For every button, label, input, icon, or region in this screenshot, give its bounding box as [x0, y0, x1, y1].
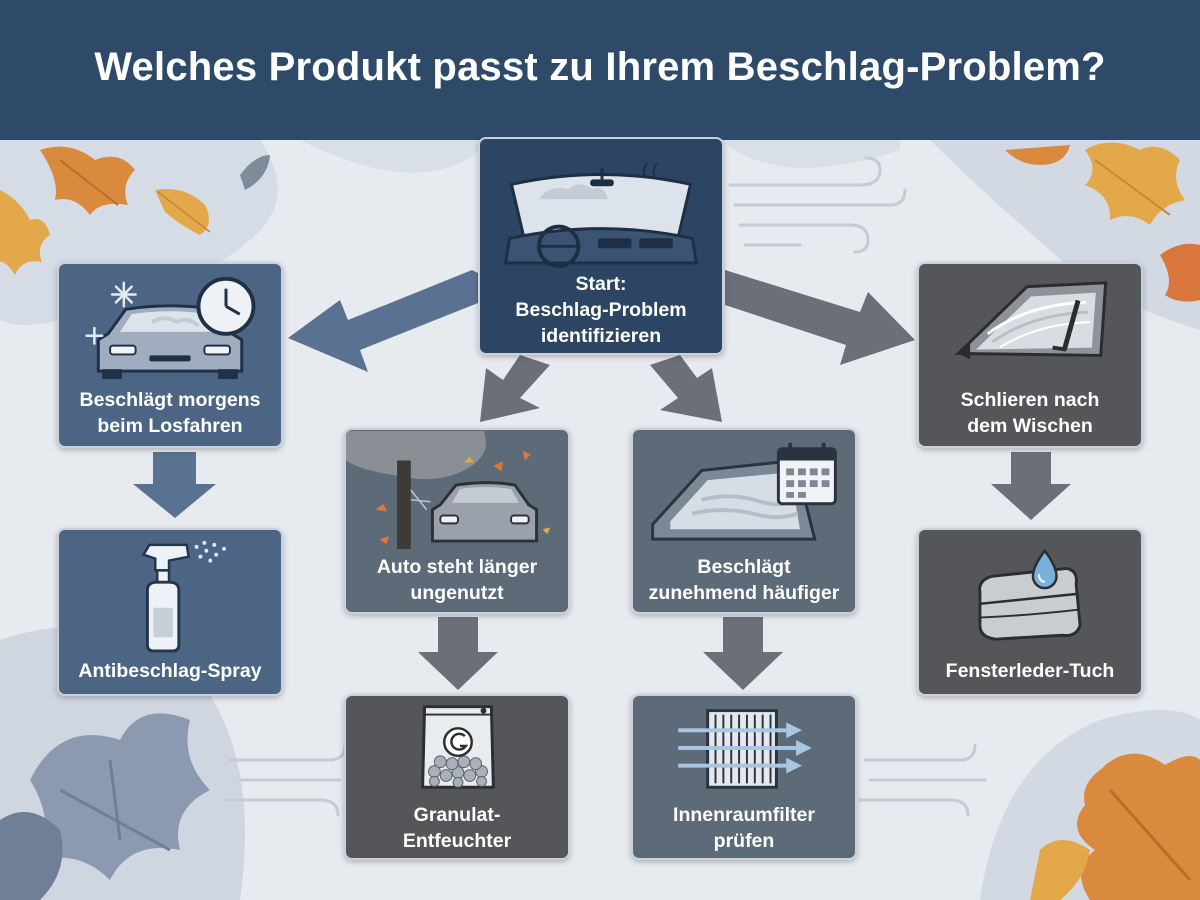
car-window-calendar-icon [651, 442, 837, 541]
arrow-frequent-to-filter [703, 617, 783, 690]
arrow-start-to-unused [480, 355, 550, 422]
morning-label-line1: Beschlägt morgens [79, 389, 261, 411]
autumn-leaf-icon [155, 189, 211, 235]
start-label-line1: Start: [575, 273, 627, 295]
autumn-leaf-icon [1077, 753, 1200, 900]
folded-cloth-drop-icon [978, 548, 1082, 641]
start-node: Start: Beschlag-Problem identifizieren [478, 137, 724, 355]
start-label-line3: identifizieren [540, 325, 662, 347]
unused-label-line2: ungenutzt [410, 582, 504, 604]
autumn-leaf-icon [0, 812, 63, 900]
streaks-label-line2: dem Wischen [967, 415, 1093, 437]
frosty-car-clock-icon [85, 276, 256, 380]
streaks-node: Schlieren nach dem Wischen [917, 262, 1143, 448]
granulat-label-line1: Granulat- [413, 804, 501, 826]
morning-node: Beschlägt morgens beim Losfahren [57, 262, 283, 448]
wind-lines-icon [858, 743, 987, 817]
granulat-node: Granulat- Entfeuchter [344, 694, 570, 860]
spray-node: Antibeschlag-Spray [57, 528, 283, 696]
spray-bottle-icon [141, 540, 226, 653]
autumn-leaf-icon [0, 190, 50, 275]
filter-node: Innenraumfilter prüfen [631, 694, 857, 860]
autumn-leaf-icon [1030, 840, 1090, 900]
granulate-bag-icon [421, 705, 495, 789]
arrow-unused-to-granulat [418, 617, 498, 690]
arrow-start-to-morning [288, 270, 478, 372]
car-under-tree-icon [346, 431, 551, 549]
frequent-node: Beschlägt zunehmend häufiger [631, 428, 857, 614]
autumn-leaf-icon [1160, 243, 1200, 302]
cabin-filter-icon [678, 709, 812, 789]
start-label-line2: Beschlag-Problem [515, 299, 687, 321]
wind-lines-icon [728, 156, 907, 254]
filter-label-line2: prüfen [713, 830, 775, 852]
arrow-start-to-frequent [650, 355, 722, 422]
spray-label: Antibeschlag-Spray [78, 660, 262, 682]
arrow-morning-to-spray [133, 452, 216, 518]
header-banner: Welches Produkt passt zu Ihrem Beschlag-… [0, 0, 1200, 140]
unused-label-line1: Auto steht länger [376, 556, 538, 578]
cloth-label: Fensterleder-Tuch [945, 660, 1115, 682]
arrow-start-to-streaks [725, 270, 915, 365]
granulat-label-line2: Entfeuchter [402, 830, 512, 852]
filter-label-line1: Innenraumfilter [673, 804, 815, 826]
autumn-leaf-icon [1085, 142, 1185, 225]
unused-node: Auto steht länger ungenutzt [344, 428, 570, 614]
window-wiper-icon [954, 281, 1108, 360]
frequent-label-line2: zunehmend häufiger [648, 582, 840, 604]
autumn-leaf-icon [240, 155, 270, 190]
streaks-label-line1: Schlieren nach [960, 389, 1100, 411]
arrow-streaks-to-cloth [991, 452, 1071, 520]
autumn-leaf-icon [40, 146, 135, 215]
morning-label-line2: beim Losfahren [97, 415, 243, 437]
autumn-leaf-icon [30, 713, 210, 880]
page-title: Welches Produkt passt zu Ihrem Beschlag-… [94, 44, 1106, 89]
autumn-leaf-icon [1005, 145, 1070, 165]
cloth-node: Fensterleder-Tuch [917, 528, 1143, 696]
frequent-label-line1: Beschlägt [697, 556, 791, 578]
windshield-dashboard-icon [503, 162, 699, 268]
